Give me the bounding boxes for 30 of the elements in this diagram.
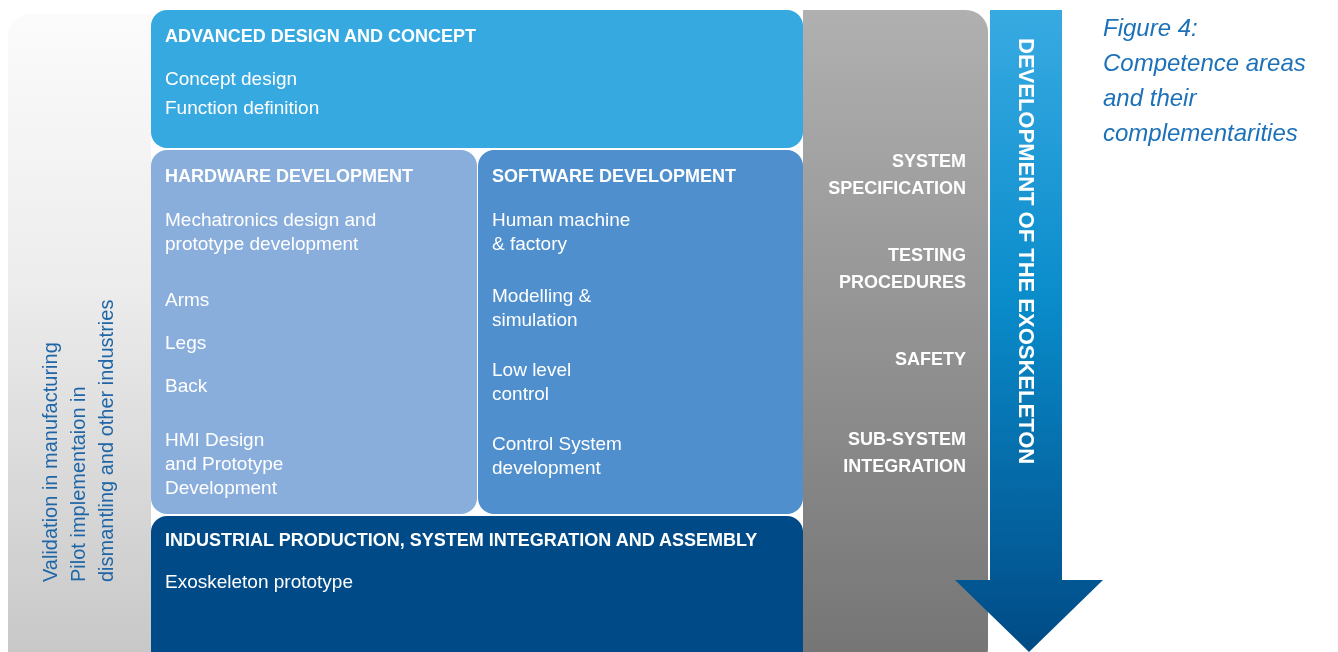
box-item: Modelling & simulation xyxy=(492,284,593,332)
box-item: Human machine & factory xyxy=(492,208,632,256)
side-panel xyxy=(8,14,151,652)
stage-label: SYSTEM SPECIFICATION xyxy=(827,150,966,200)
box-item: Legs xyxy=(165,331,208,355)
box-heading: SOFTWARE DEVELOPMENT xyxy=(492,165,737,188)
box-item: Control System development xyxy=(492,432,623,480)
area-box xyxy=(151,150,477,514)
box-item: HMI Design and Prototype Development xyxy=(165,428,285,500)
area-box xyxy=(151,10,803,148)
box-item: Low level control xyxy=(492,358,573,406)
panel-label: Validation in manufacturing xyxy=(38,341,62,582)
figure-caption: Figure 4: Competence areas and their complementarities xyxy=(1103,13,1307,148)
area-box xyxy=(478,150,803,514)
stage-label: SAFETY xyxy=(894,348,966,371)
box-item: Mechatronics design and prototype development xyxy=(165,208,378,256)
area-box xyxy=(151,516,803,652)
box-item: Back xyxy=(165,374,209,398)
side-panel xyxy=(803,10,988,652)
stage-label: SUB-SYSTEM INTEGRATION xyxy=(842,428,966,478)
box-item: Arms xyxy=(165,288,211,312)
box-item: Function definition xyxy=(165,96,321,120)
box-heading: ADVANCED DESIGN AND CONCEPT xyxy=(165,25,478,48)
box-item: Exoskeleton prototype xyxy=(165,570,354,594)
arrow-label: DEVELOPMENT OF THE EXOSKELETON xyxy=(1013,38,1040,465)
box-heading: HARDWARE DEVELOPMENT xyxy=(165,165,414,188)
stage-label: TESTING PROCEDURES xyxy=(837,244,966,294)
box-item: Concept design xyxy=(165,67,299,91)
box-heading: INDUSTRIAL PRODUCTION, SYSTEM INTEGRATION AND ASSEMBLY xyxy=(165,529,759,552)
panel-label: Pilot implementaion in dismantling and other industries xyxy=(66,298,118,582)
